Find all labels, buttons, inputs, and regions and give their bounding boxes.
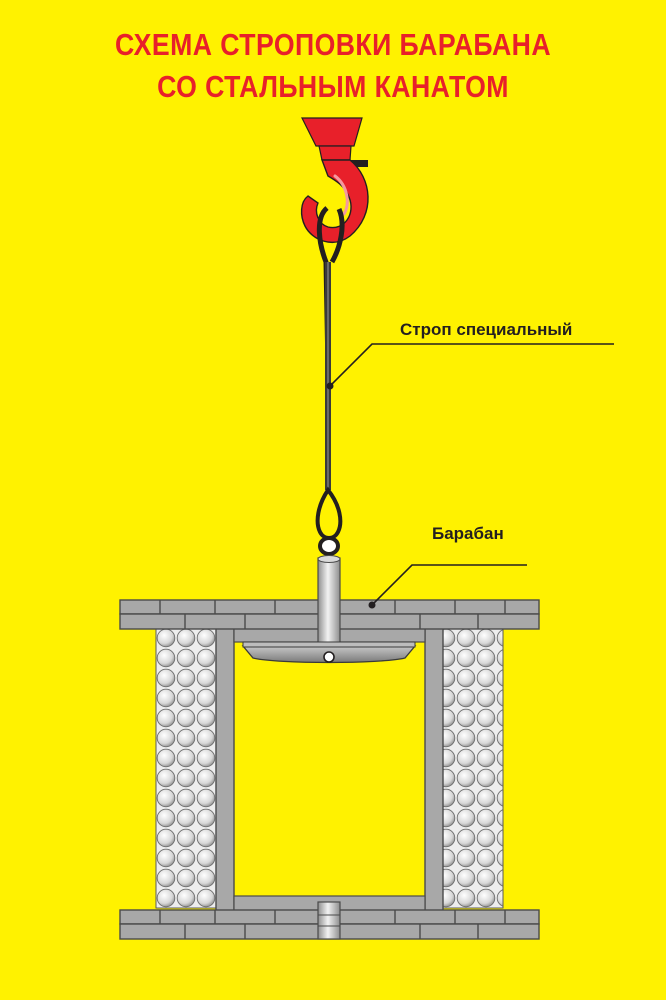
crane-hook-icon	[300, 117, 369, 243]
title-line-1: СХЕМА СТРОПОВКИ БАРАБАНА	[114, 27, 552, 62]
sling-leader-line	[329, 343, 614, 387]
drum-leader-line	[371, 564, 527, 606]
sling-label: Строп специальный	[400, 320, 573, 339]
special-sling	[315, 206, 345, 556]
diagram-title: СХЕМА СТРОПОВКИ БАРАБАНА СО СТАЛЬНЫМ КАН…	[47, 24, 620, 108]
drum-label: Барабан	[432, 524, 504, 543]
cable-drum-icon	[119, 555, 540, 940]
title-line-2: СО СТАЛЬНЫМ КАНАТОМ	[157, 69, 509, 104]
